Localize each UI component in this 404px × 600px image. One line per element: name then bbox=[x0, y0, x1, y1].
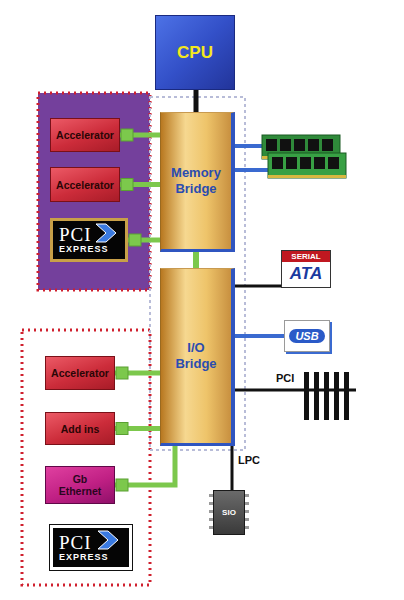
group-outline bbox=[22, 330, 150, 585]
gold-contacts bbox=[268, 175, 346, 178]
connector-line bbox=[194, 90, 199, 112]
bridge-box: Memory Bridge bbox=[160, 112, 235, 252]
connector-line bbox=[231, 446, 234, 490]
pcie-logo: PCIEXPRESS bbox=[50, 218, 128, 262]
usb-logo: USB bbox=[284, 320, 330, 352]
node-text: I/O Bridge bbox=[172, 340, 220, 372]
slot-connector bbox=[121, 179, 133, 191]
node-text: PCI bbox=[59, 225, 92, 244]
sio-chip: SIO bbox=[213, 490, 245, 535]
node-text: Memory Bridge bbox=[166, 165, 226, 197]
memory-chip bbox=[272, 157, 283, 169]
slot-connector bbox=[116, 423, 128, 435]
node-text: SIO bbox=[222, 508, 236, 517]
pcie-logo: PCIEXPRESS bbox=[50, 525, 132, 570]
node-text: PCI bbox=[59, 533, 92, 552]
connector-line bbox=[128, 238, 160, 243]
bridge-box: I/O Bridge bbox=[160, 268, 235, 446]
connector-line bbox=[120, 133, 160, 138]
memory-chip bbox=[328, 157, 339, 169]
accelerator-box: Accelerator bbox=[50, 118, 120, 152]
slot-connector bbox=[121, 129, 133, 141]
gold-contacts bbox=[262, 156, 340, 159]
accelerator-box: Accelerator bbox=[45, 356, 115, 390]
bus-label: PCI bbox=[276, 372, 294, 384]
pci-slot bbox=[324, 372, 329, 420]
node-text: Gb Ethernet bbox=[57, 473, 103, 497]
chip-pin bbox=[245, 494, 249, 497]
sata-logo: SERIALATA bbox=[281, 250, 331, 288]
chip-pin bbox=[245, 502, 249, 505]
memory-bus bbox=[235, 168, 268, 172]
pci-slot bbox=[304, 372, 309, 420]
chip-pin bbox=[245, 510, 249, 513]
module-board bbox=[262, 135, 340, 159]
bridge-outline bbox=[150, 97, 245, 450]
node-text: Add ins bbox=[61, 423, 100, 435]
slot-connector bbox=[116, 479, 128, 491]
connector-line bbox=[115, 371, 160, 376]
node-text: EXPRESS bbox=[59, 244, 109, 255]
memory-module bbox=[268, 153, 346, 178]
node-text: Accelerator bbox=[51, 367, 109, 379]
pci-slot bbox=[344, 372, 349, 420]
memory-chip bbox=[300, 157, 311, 169]
memory-chip bbox=[314, 157, 325, 169]
memory-chip bbox=[294, 139, 305, 151]
connector-line bbox=[120, 182, 160, 187]
memory-module bbox=[262, 135, 340, 159]
chip-pin bbox=[245, 518, 249, 521]
chip-pin bbox=[245, 526, 249, 529]
node-text: SERIAL bbox=[282, 251, 330, 262]
edge-label: LPC bbox=[238, 454, 260, 466]
memory-chip bbox=[266, 139, 277, 151]
pci-slot bbox=[334, 372, 339, 420]
memory-chip bbox=[286, 157, 297, 169]
node-text: Accelerator bbox=[56, 129, 114, 141]
module-board bbox=[268, 153, 346, 178]
pci-bus bbox=[235, 389, 356, 392]
node-text: CPU bbox=[177, 43, 213, 63]
memory-chip bbox=[322, 139, 333, 151]
node-text: USB bbox=[289, 329, 324, 343]
connector-line bbox=[115, 446, 175, 485]
addin-box: Add ins bbox=[45, 412, 115, 445]
cpu-box: CPU bbox=[155, 15, 235, 90]
memory-bus bbox=[235, 144, 262, 148]
memory-chip bbox=[280, 139, 291, 151]
slot-connector bbox=[116, 367, 128, 379]
connector-line bbox=[235, 285, 281, 288]
pci-slot bbox=[314, 372, 319, 420]
slot-connector bbox=[129, 234, 141, 246]
node-text: EXPRESS bbox=[59, 552, 109, 563]
node-text: ATA bbox=[290, 262, 322, 286]
accelerator-box: Accelerator bbox=[50, 167, 120, 202]
connector-line bbox=[235, 334, 284, 338]
memory-chip bbox=[308, 139, 319, 151]
connector-line bbox=[115, 426, 160, 431]
connector-line bbox=[193, 252, 199, 268]
node-text: Accelerator bbox=[56, 179, 114, 191]
ethernet-box: Gb Ethernet bbox=[45, 466, 115, 504]
group-outline bbox=[38, 93, 150, 290]
